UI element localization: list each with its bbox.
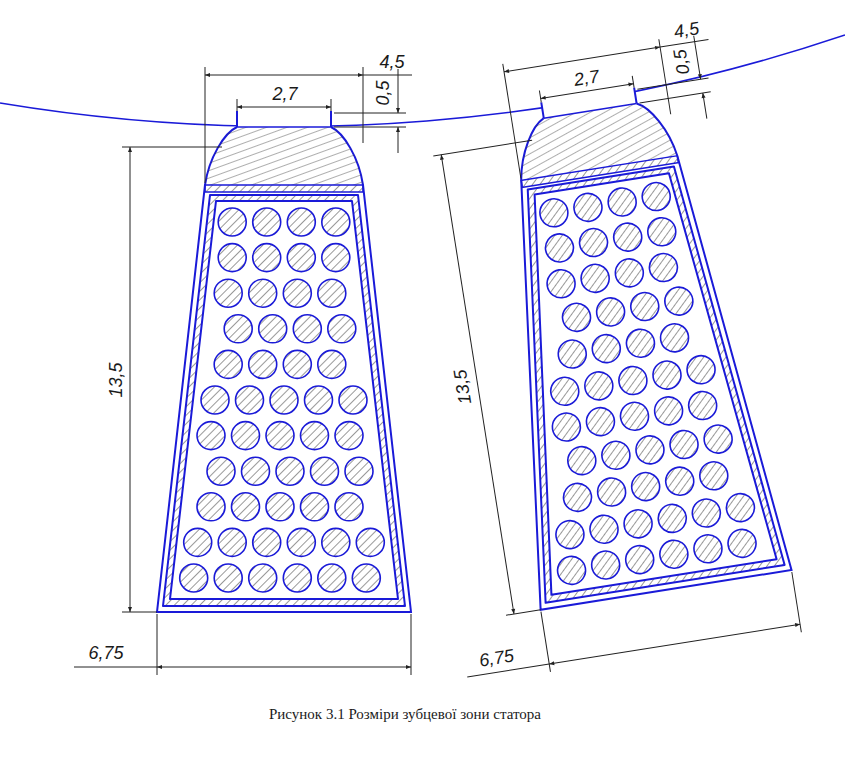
opening-depth-dimension: 0,5 <box>373 80 391 105</box>
slot-bottom-width-dimension: 6,75 <box>89 644 124 662</box>
slot-top-width-dimension: 4,5 <box>380 53 405 71</box>
slot-opening-dimension: 2,7 <box>273 85 298 103</box>
slot-top-width-dimension: 4,5 <box>673 19 701 41</box>
slot-bottom-width-dimension: 6,75 <box>478 647 515 670</box>
figure-caption: Рисунок 3.1 Розміри зубцевої зони статор… <box>269 706 541 723</box>
slot-opening-dimension: 2,7 <box>572 67 600 89</box>
slot-height-dimension: 13,5 <box>106 362 124 397</box>
opening-depth-dimension: 0,5 <box>671 48 693 76</box>
slot-height-dimension: 13,5 <box>451 368 474 405</box>
